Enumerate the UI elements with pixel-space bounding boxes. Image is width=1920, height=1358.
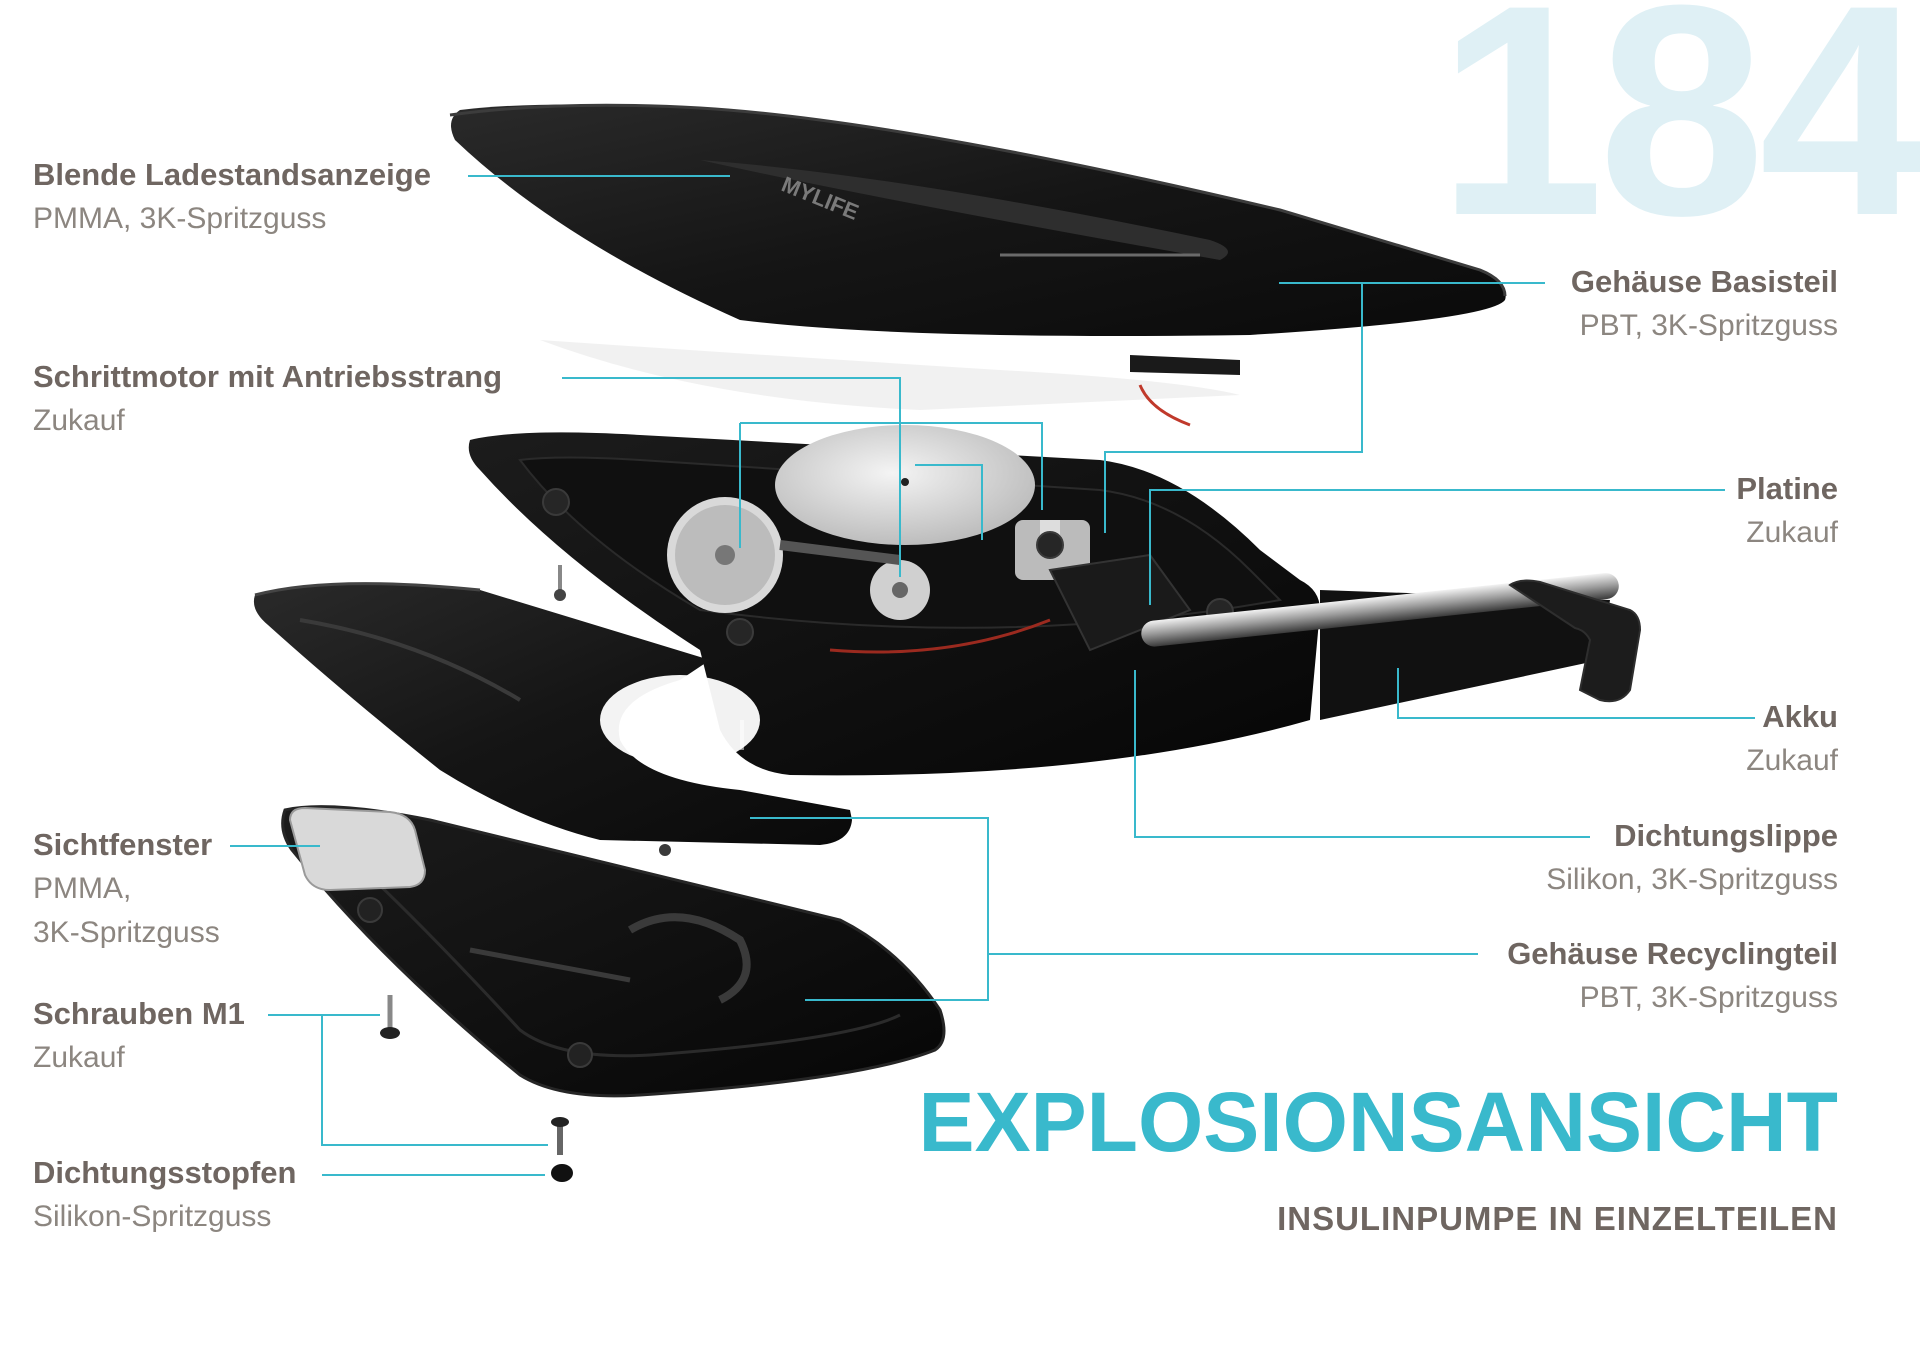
label-schrittmotor: Schrittmotor mit Antriebsstrang Zukauf	[33, 355, 502, 443]
label-sichtfenster: Sichtfenster PMMA, 3K-Spritzguss	[33, 823, 220, 955]
label-dichtungsstopfen: Dichtungsstopfen Silikon-Spritzguss	[33, 1151, 297, 1239]
label-desc: Silikon-Spritzguss	[33, 1200, 272, 1233]
label-name: Platine	[1736, 471, 1838, 506]
label-desc: Zukauf	[33, 404, 125, 437]
label-name: Schrittmotor mit Antriebsstrang	[33, 359, 503, 394]
label-blende-ladestandsanzeige: Blende Ladestandsanzeige PMMA, 3K-Spritz…	[33, 153, 431, 241]
recycling-housing-top	[253, 582, 853, 856]
screws	[380, 995, 573, 1182]
label-name: Schrauben M1	[33, 996, 245, 1031]
page-number: 184	[1437, 0, 1920, 278]
top-lid: MYLIFE	[449, 103, 1507, 427]
label-gehaeuse-basisteil: Gehäuse Basisteil PBT, 3K-Spritzguss	[1571, 260, 1838, 348]
label-name: Akku	[1762, 699, 1838, 734]
label-desc: Silikon, 3K-Spritzguss	[1546, 863, 1838, 896]
label-desc: PBT, 3K-Spritzguss	[1579, 309, 1838, 342]
label-schrauben: Schrauben M1 Zukauf	[33, 992, 245, 1080]
recycling-housing-bottom	[281, 805, 946, 1098]
label-dichtungslippe: Dichtungslippe Silikon, 3K-Spritzguss	[1546, 814, 1838, 902]
label-name: Blende Ladestandsanzeige	[33, 157, 431, 192]
label-desc: PMMA, 3K-Spritzguss	[33, 202, 327, 235]
label-name: Dichtungslippe	[1614, 818, 1838, 853]
label-platine: Platine Zukauf	[1736, 467, 1838, 555]
battery	[1141, 573, 1642, 720]
label-desc: Zukauf	[33, 1041, 125, 1074]
page-subtitle: INSULINPUMPE IN EINZELTEILEN	[1277, 1200, 1838, 1237]
label-gehaeuse-recyclingteil: Gehäuse Recyclingteil PBT, 3K-Spritzguss	[1507, 932, 1838, 1020]
label-name: Gehäuse Basisteil	[1570, 264, 1838, 299]
label-desc: Zukauf	[1746, 744, 1838, 777]
label-name: Sichtfenster	[33, 827, 213, 862]
label-name: Dichtungsstopfen	[33, 1155, 297, 1190]
label-desc: 3K-Spritzguss	[33, 916, 220, 949]
label-desc: Zukauf	[1746, 516, 1838, 549]
label-akku: Akku Zukauf	[1746, 695, 1838, 783]
label-name: Gehäuse Recyclingteil	[1507, 936, 1838, 971]
page-title: EXPLOSIONSANSICHT	[918, 1075, 1838, 1169]
label-desc: PMMA,	[33, 872, 132, 905]
label-desc: PBT, 3K-Spritzguss	[1579, 981, 1838, 1014]
leader-lines	[230, 175, 1755, 1176]
